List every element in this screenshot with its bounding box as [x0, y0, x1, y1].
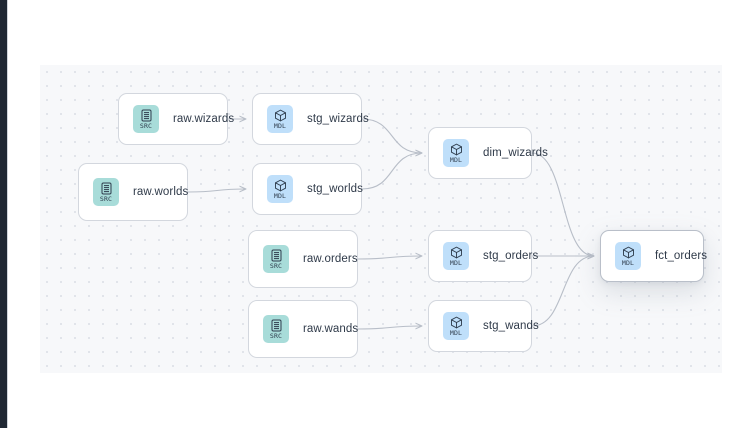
source-badge: SRC [93, 178, 119, 206]
node-label: stg_wands [483, 320, 539, 332]
graph-node-stg_wizards[interactable]: MDL stg_wizards [252, 93, 369, 145]
node-label: stg_wizards [307, 113, 369, 125]
node-kind-label: SRC [99, 194, 113, 203]
source-badge: SRC [263, 315, 289, 343]
node-label: dim_wizards [483, 147, 549, 159]
node-label: raw.wands [303, 323, 359, 335]
model-badge: MDL [443, 312, 469, 340]
database-icon [101, 182, 112, 195]
graph-edge-raw_worlds-to-stg_worlds [187, 189, 246, 193]
graph-node-raw_worlds[interactable]: SRC raw.worlds [78, 163, 188, 221]
graph-node-fct_orders[interactable]: MDL fct_orders [600, 230, 708, 282]
node-kind-label: MDL [273, 191, 287, 200]
node-label: raw.wizards [173, 113, 235, 125]
source-badge: SRC [263, 245, 289, 273]
cube-icon [450, 143, 463, 156]
node-label: fct_orders [655, 250, 708, 262]
node-label: stg_orders [483, 250, 539, 262]
database-icon [271, 319, 282, 332]
node-kind-label: SRC [139, 121, 153, 130]
node-label: raw.orders [303, 253, 358, 265]
left-sidebar-rail[interactable] [0, 0, 7, 428]
cube-icon [274, 179, 287, 192]
database-icon [141, 109, 152, 122]
graph-node-raw_wands[interactable]: SRC raw.wands [248, 300, 358, 358]
node-label: stg_worlds [307, 183, 363, 195]
graph-node-stg_worlds[interactable]: MDL stg_worlds [252, 163, 363, 215]
graph-edge-stg_wands-to-fct_orders [531, 256, 594, 327]
model-badge: MDL [267, 175, 293, 203]
node-kind-label: MDL [449, 328, 463, 337]
graph-node-raw_wizards[interactable]: SRC raw.wizards [118, 93, 234, 145]
cube-icon [450, 316, 463, 329]
model-badge: MDL [443, 242, 469, 270]
cube-icon [274, 109, 287, 122]
graph-node-stg_wands[interactable]: MDL stg_wands [428, 300, 539, 352]
cube-icon [450, 246, 463, 259]
node-label: raw.worlds [133, 186, 189, 198]
model-badge: MDL [267, 105, 293, 133]
graph-node-stg_orders[interactable]: MDL stg_orders [428, 230, 538, 282]
graph-edge-stg_worlds-to-dim_wizards [361, 153, 422, 190]
node-kind-label: MDL [273, 121, 287, 130]
graph-edge-stg_wizards-to-dim_wizards [361, 118, 422, 153]
graph-node-raw_orders[interactable]: SRC raw.orders [248, 230, 358, 288]
model-badge: MDL [443, 139, 469, 167]
graph-edge-dim_wizards-to-fct_orders [531, 152, 594, 256]
graph-edge-raw_orders-to-stg_orders [357, 256, 422, 260]
graph-node-dim_wizards[interactable]: MDL dim_wizards [428, 127, 548, 179]
graph-edge-raw_wands-to-stg_wands [357, 326, 422, 330]
sidebar-divider [7, 0, 8, 428]
database-icon [271, 249, 282, 262]
node-kind-label: MDL [449, 155, 463, 164]
model-badge: MDL [615, 242, 641, 270]
node-kind-label: SRC [269, 331, 283, 340]
node-kind-label: MDL [449, 258, 463, 267]
node-kind-label: MDL [621, 258, 635, 267]
node-kind-label: SRC [269, 261, 283, 270]
source-badge: SRC [133, 105, 159, 133]
cube-icon [622, 246, 635, 259]
